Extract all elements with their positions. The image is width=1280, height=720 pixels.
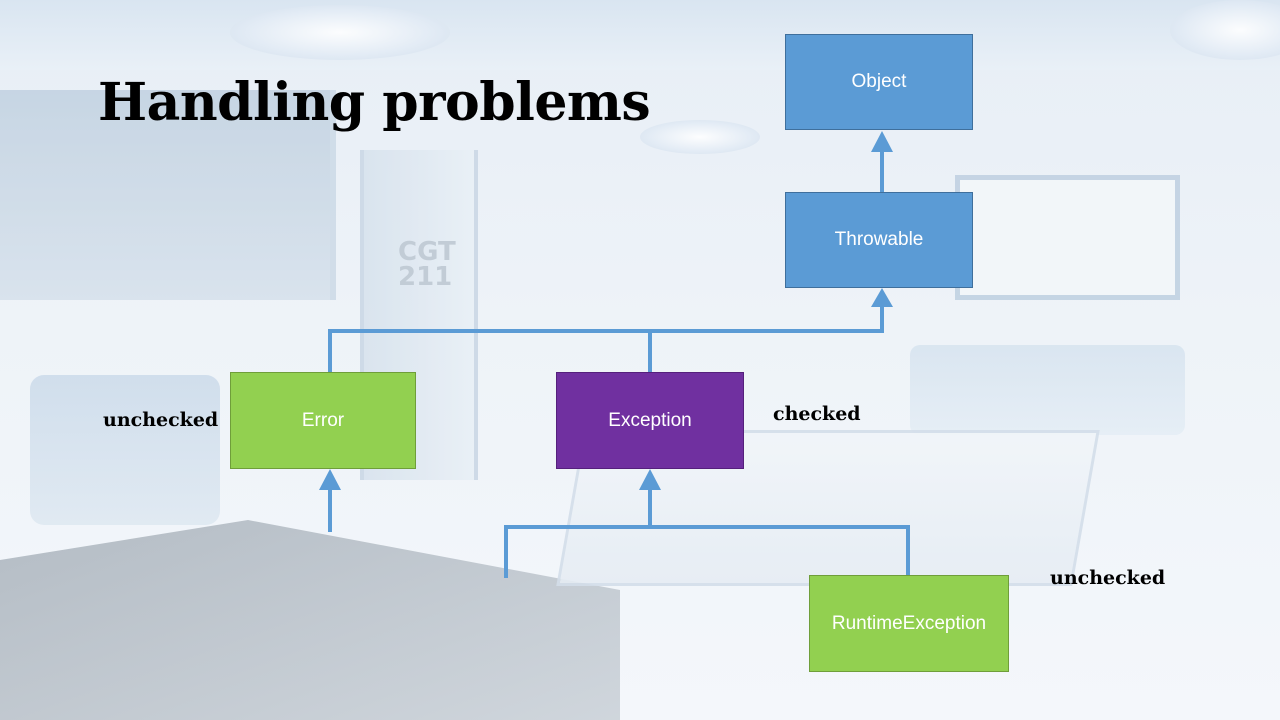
label-unchecked-error: unchecked — [103, 409, 219, 431]
connector-error-exception-throwable — [328, 306, 884, 372]
pillar — [360, 150, 478, 480]
arrowhead-object — [871, 131, 893, 152]
label-unchecked-runtime: unchecked — [1050, 567, 1166, 589]
node-error: Error — [230, 372, 416, 469]
sofa — [910, 345, 1185, 435]
ceiling-lamp — [640, 120, 760, 154]
slide-title: Handling problems — [98, 72, 651, 133]
node-exception: Exception — [556, 372, 744, 469]
wall-screen — [955, 175, 1180, 300]
arrowhead-throwable — [871, 288, 893, 307]
node-runtime-exception: RuntimeException — [809, 575, 1009, 672]
ceiling-lamp — [1170, 0, 1280, 60]
arrowhead-error — [319, 469, 341, 490]
node-throwable: Throwable — [785, 192, 973, 288]
ceiling-lamp — [230, 5, 450, 60]
node-object: Object — [785, 34, 973, 130]
label-checked-exception: checked — [773, 403, 861, 425]
wall-panel — [0, 90, 336, 300]
chair — [30, 375, 220, 525]
ceiling — [0, 0, 1280, 70]
arrowhead-exception — [639, 469, 661, 490]
connector-runtime-exception — [504, 525, 910, 578]
